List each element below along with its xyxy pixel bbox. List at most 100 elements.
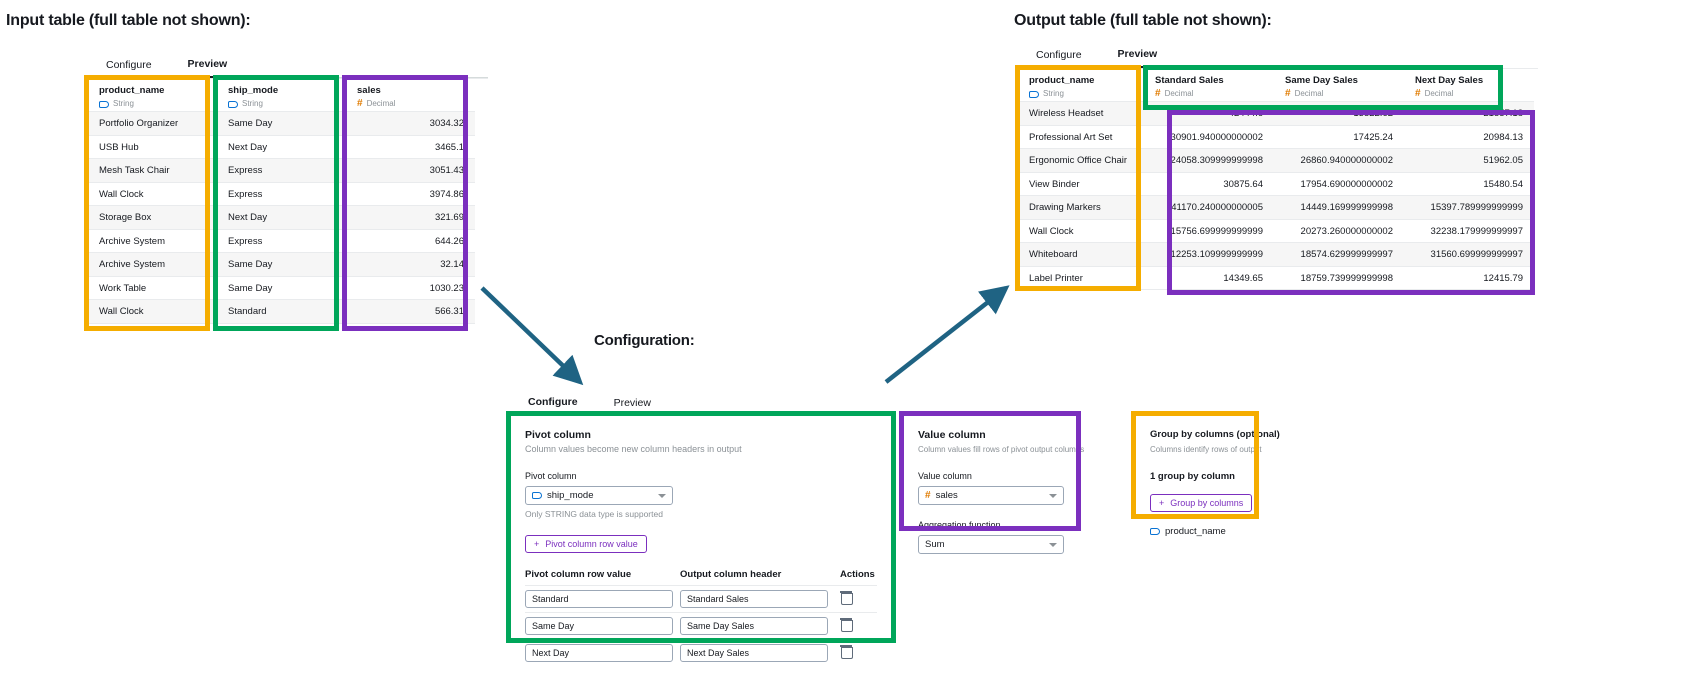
pivot-column-select[interactable]: ship_mode <box>525 486 673 505</box>
column-type: String <box>228 99 335 109</box>
trash-icon[interactable] <box>840 644 853 659</box>
add-pivot-column-row-value-button[interactable]: + Pivot column row value <box>525 535 647 553</box>
aggregation-selected-value: Sum <box>925 539 945 550</box>
actions-cell <box>840 612 877 640</box>
decimal-icon: # <box>1285 88 1291 99</box>
value-column-select[interactable]: # sales <box>918 486 1064 505</box>
output-cell: 14349.65 <box>1144 267 1274 290</box>
column-name: Same Day Sales <box>1285 75 1358 86</box>
group-panel-title: Group by columns (optional) <box>1150 429 1280 440</box>
input-cell: Wall Clock <box>88 183 217 206</box>
input-cell: Archive System <box>88 230 217 253</box>
column-type-label: String <box>242 99 263 108</box>
output-column-header-input-1[interactable]: Same Day Sales <box>680 617 828 635</box>
column-name: Standard Sales <box>1155 75 1224 86</box>
output-cell: 13522.62 <box>1274 102 1404 126</box>
trash-icon[interactable] <box>840 590 853 605</box>
input-cell: Mesh Task Chair <box>88 159 217 183</box>
pivot-panel-title: Pivot column <box>525 429 591 441</box>
output-header-cell: Same Day Sales <box>680 612 840 640</box>
output-cell: 18574.629999999997 <box>1274 243 1404 267</box>
input-cell: Same Day <box>217 277 346 300</box>
group-by-columns-panel: Group by columns (optional) Columns iden… <box>1136 416 1280 537</box>
pivot-row-values-table: Pivot column row value Output column hea… <box>525 565 877 666</box>
arrow-config-to-output <box>884 285 1010 384</box>
column-type-label: String <box>1043 89 1064 98</box>
pivot-column-field-label: Pivot column <box>525 471 577 481</box>
output-column-header-1: Standard Sales#Decimal <box>1144 69 1274 102</box>
input-cell: 1030.23 <box>346 277 475 300</box>
output-column-header-input-2[interactable]: Next Day Sales <box>680 644 828 662</box>
aggregation-function-select[interactable]: Sum <box>918 535 1064 554</box>
output-cell: Wall Clock <box>1018 220 1144 243</box>
column-type-label: Decimal <box>1294 89 1324 98</box>
pivot-row-value-input-1[interactable]: Same Day <box>525 617 673 635</box>
config-tabs: Configure Preview <box>510 390 690 416</box>
output-cell: 12253.109999999999 <box>1144 243 1274 267</box>
output-cell: Wireless Headset <box>1018 102 1144 126</box>
pivot-column-selected-value: ship_mode <box>547 490 594 501</box>
input-cell: Archive System <box>88 253 217 277</box>
column-type: String <box>99 99 206 109</box>
trash-icon[interactable] <box>840 617 853 632</box>
chevron-down-icon <box>658 493 666 498</box>
tab-configure-input[interactable]: Configure <box>106 59 152 71</box>
pivot-column-panel: Pivot column Column values become new co… <box>511 416 891 662</box>
tab-preview-config[interactable]: Preview <box>613 397 651 409</box>
tab-configure-output[interactable]: Configure <box>1036 49 1082 61</box>
input-cell: USB Hub <box>88 136 217 159</box>
input-cell: Same Day <box>217 112 346 136</box>
chevron-down-icon <box>1049 542 1057 547</box>
output-column-header-3: Next Day Sales#Decimal <box>1404 69 1534 102</box>
value-column-field-label: Value column <box>918 471 972 481</box>
tab-preview-input[interactable]: Preview <box>169 58 246 78</box>
output-cell: 17954.690000000002 <box>1274 173 1404 196</box>
output-cell: Professional Art Set <box>1018 126 1144 149</box>
pivot-table-header-row: Pivot column row value Output column hea… <box>525 565 877 586</box>
column-type-label: Decimal <box>1164 89 1194 98</box>
output-table-caption: Output table (full table not shown): <box>1014 12 1272 29</box>
column-name: Next Day Sales <box>1415 75 1484 86</box>
output-cell: 32238.179999999997 <box>1404 220 1534 243</box>
output-cell: 51962.05 <box>1404 149 1534 173</box>
pivot-row-value-input-0[interactable]: Standard <box>525 590 673 608</box>
decimal-icon: # <box>357 98 363 109</box>
output-cell: 26860.940000000002 <box>1274 149 1404 173</box>
value-column-panel: Value column Column values fill rows of … <box>904 416 1084 554</box>
input-cell: 3034.32 <box>346 112 475 136</box>
column-type: #Decimal <box>357 99 464 109</box>
th-output-column-header: Output column header <box>680 565 840 586</box>
output-cell: 15480.54 <box>1404 173 1534 196</box>
output-cell: 24058.309999999998 <box>1144 149 1274 173</box>
string-icon <box>228 100 238 108</box>
actions-cell <box>840 640 877 667</box>
column-type-label: String <box>113 99 134 108</box>
column-type: String <box>1029 89 1133 99</box>
input-cell: Next Day <box>217 206 346 230</box>
pivot-row-value-input-2[interactable]: Next Day <box>525 644 673 662</box>
th-actions: Actions <box>840 565 877 586</box>
output-column-header-input-0[interactable]: Standard Sales <box>680 590 828 608</box>
column-type: #Decimal <box>1285 89 1393 99</box>
output-cell: 12415.79 <box>1404 267 1534 290</box>
add-group-by-columns-button[interactable]: + Group by columns <box>1150 494 1253 512</box>
tab-configure-config[interactable]: Configure <box>510 396 596 416</box>
tab-preview-output[interactable]: Preview <box>1099 48 1176 68</box>
input-table-caption: Input table (full table not shown): <box>6 12 251 29</box>
column-name: sales <box>357 85 381 96</box>
column-type-label: Decimal <box>366 99 396 108</box>
pivot-column-hint: Only STRING data type is supported <box>525 509 663 519</box>
pivot-row: Standard Standard Sales <box>525 585 877 613</box>
group-by-item: product_name <box>1150 526 1240 537</box>
input-cell: 321.69 <box>346 206 475 230</box>
aggregation-function-label: Aggregation function <box>918 520 1001 530</box>
pivot-row: Same Day Same Day Sales <box>525 612 877 640</box>
